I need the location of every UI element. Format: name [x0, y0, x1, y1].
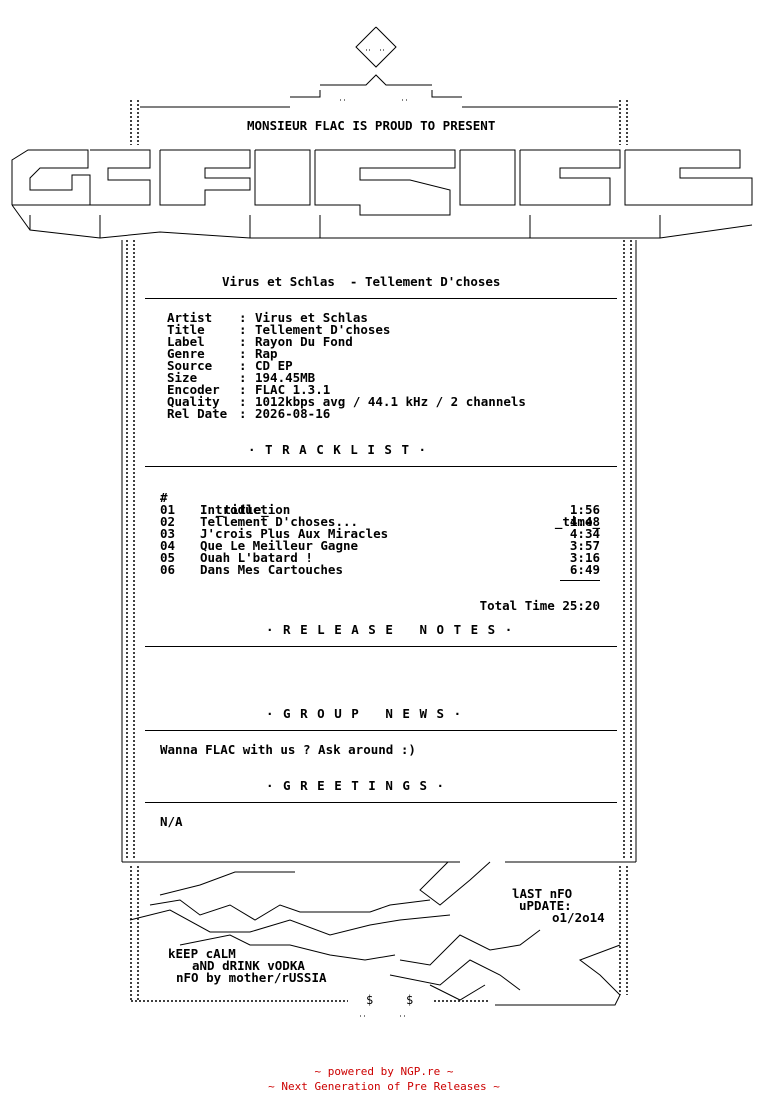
info-sep: : [239, 358, 247, 373]
track-row: 02 Tellement D'choses... 4:48 [160, 514, 600, 529]
track-num: 01 [160, 502, 176, 517]
present-line: MONSIEUR FLAC IS PROUD TO PRESENT [247, 118, 496, 133]
track-num: 02 [160, 514, 176, 529]
total-underline [560, 580, 600, 581]
col-title: _title_ [216, 502, 269, 517]
last-nfo-line1: lAST nFO [512, 886, 573, 901]
track-time: 1:56 [569, 502, 600, 517]
col-num: # [160, 490, 168, 505]
group-news-text: Wanna FLAC with us ? Ask around :) [160, 742, 416, 757]
divider [145, 730, 617, 731]
divider [145, 298, 617, 299]
info-sep: : [239, 334, 247, 349]
info-value: 1012kbps avg / 44.1 kHz / 2 channels [255, 394, 526, 409]
greetings-heading: · G R E E T I N G S · [266, 778, 446, 793]
track-time: 4:48 [569, 514, 600, 529]
info-key: Rel Date [167, 406, 228, 421]
info-value: Rap [255, 346, 278, 361]
total-time-row: Total Time 25:20 [160, 588, 600, 612]
track-num: 05 [160, 550, 176, 565]
track-title: Que Le Meilleur Gagne [200, 538, 359, 553]
nfo-credit: nFO by mother/rUSSIA [176, 970, 327, 985]
info-value: CD EP [255, 358, 293, 373]
total-label: Total Time [479, 598, 555, 613]
tracklist-header: # _title_ _time_ [160, 480, 600, 528]
info-value: 2026-08-16 [255, 406, 331, 421]
info-key: Artist [167, 310, 213, 325]
last-nfo-line2: uPDATE: [519, 898, 572, 913]
info-key: Title [167, 322, 205, 337]
info-sep: : [239, 346, 247, 361]
info-key: Genre [167, 346, 205, 361]
info-sep: : [239, 394, 247, 409]
track-title: Tellement D'choses... [200, 514, 359, 529]
track-row: 03 J'crois Plus Aux Miracles 4:34 [160, 526, 600, 541]
total-time: 25:20 [562, 598, 600, 613]
col-time: _time_ [554, 514, 600, 529]
info-value: FLAC 1.3.1 [255, 382, 331, 397]
svg-text:$: $ [406, 993, 413, 1007]
info-sep: : [239, 310, 247, 325]
track-title: Introduction [200, 502, 291, 517]
track-num: 03 [160, 526, 176, 541]
group-news-heading: · G R O U P N E W S · [266, 706, 463, 721]
info-key: Source [167, 358, 213, 373]
greetings-text: N/A [160, 814, 183, 829]
track-num: 04 [160, 538, 176, 553]
info-key: Encoder [167, 382, 220, 397]
info-sep: : [239, 370, 247, 385]
info-key: Label [167, 334, 205, 349]
release-title: Virus et Schlas - Tellement D'choses [222, 274, 501, 289]
info-value: Virus et Schlas [255, 310, 368, 325]
info-sep: : [239, 406, 247, 421]
svg-text:$: $ [366, 993, 373, 1007]
release-notes-heading: · R E L E A S E N O T E S · [266, 622, 514, 637]
info-sep: : [239, 382, 247, 397]
divider [145, 646, 617, 647]
slogan-line2: aND dRINK vODKA [192, 958, 305, 973]
divider [145, 466, 617, 467]
info-key: Size [167, 370, 198, 385]
track-row: 04 Que Le Meilleur Gagne 3:57 [160, 538, 600, 553]
footer-powered-by[interactable]: ~ powered by NGP.re ~ [314, 1065, 454, 1078]
track-title: J'crois Plus Aux Miracles [200, 526, 389, 541]
track-title: Dans Mes Cartouches [200, 562, 343, 577]
track-row: 06 Dans Mes Cartouches 6:49 [160, 562, 600, 577]
last-nfo-date: o1/2o14 [552, 910, 605, 925]
track-row: 05 Ouah L'batard ! 3:16 [160, 550, 600, 565]
tracklist-heading: · T R A C K L I S T · [248, 442, 428, 457]
info-value: 194.45MB [255, 370, 316, 385]
info-value: Rayon Du Fond [255, 334, 353, 349]
info-value: Tellement D'choses [255, 322, 391, 337]
track-num: 06 [160, 562, 176, 577]
track-title: Ouah L'batard ! [200, 550, 313, 565]
info-key: Quality [167, 394, 220, 409]
track-row: 01 Introduction 1:56 [160, 502, 600, 517]
info-sep: : [239, 322, 247, 337]
track-time: 3:16 [569, 550, 600, 565]
track-time: 6:49 [569, 562, 600, 577]
footer-tagline: ~ Next Generation of Pre Releases ~ [268, 1080, 500, 1093]
track-time: 3:57 [569, 538, 600, 553]
track-time: 4:34 [569, 526, 600, 541]
divider [145, 802, 617, 803]
slogan-line1: kEEP cALM [168, 946, 236, 961]
